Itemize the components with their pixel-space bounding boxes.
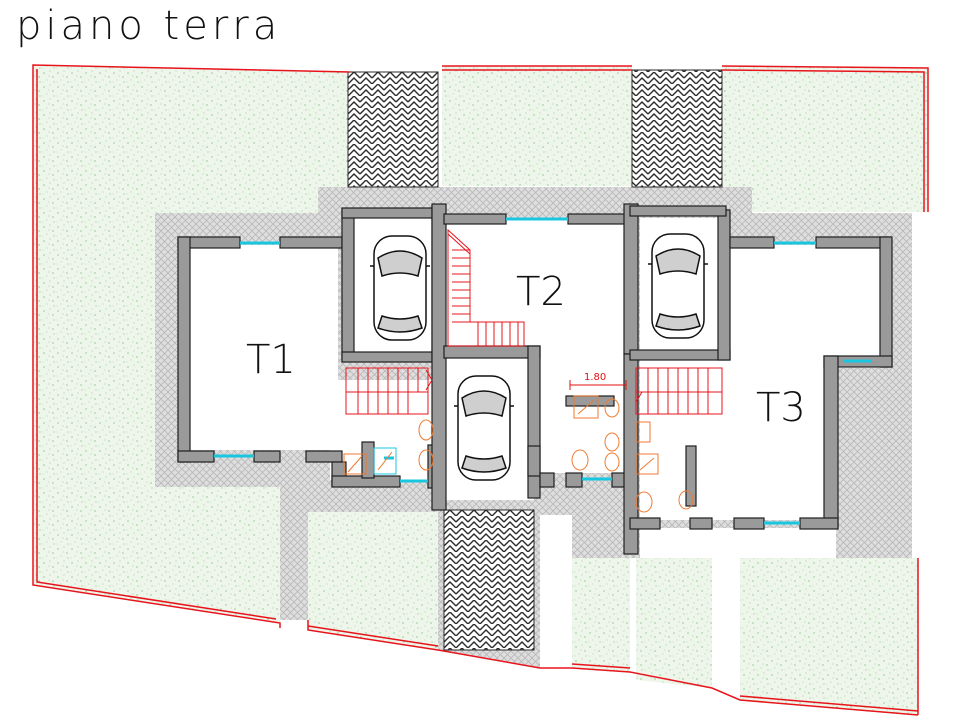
stairs-t1 [345, 367, 433, 415]
lot-boundary [32, 64, 929, 716]
stairs-t3 [635, 367, 723, 415]
driveways [347, 69, 723, 651]
windows [214, 217, 872, 525]
dimension-line [569, 380, 627, 390]
stairs [345, 228, 723, 415]
garden-areas [33, 65, 928, 715]
stairs-t2 [447, 228, 525, 347]
car-topview-icon [370, 235, 430, 341]
sanitary-fixtures [343, 395, 694, 513]
car-topview-icon [454, 375, 514, 481]
walls [177, 203, 893, 555]
page-title: piano terra [16, 3, 282, 49]
unit-label-t2: T2 [516, 269, 566, 315]
dimension-label: 1.80 [584, 372, 607, 383]
unit-label-t3: T3 [756, 385, 806, 431]
unit-label-t1: T1 [246, 337, 296, 383]
car-topview-icon [648, 233, 708, 339]
